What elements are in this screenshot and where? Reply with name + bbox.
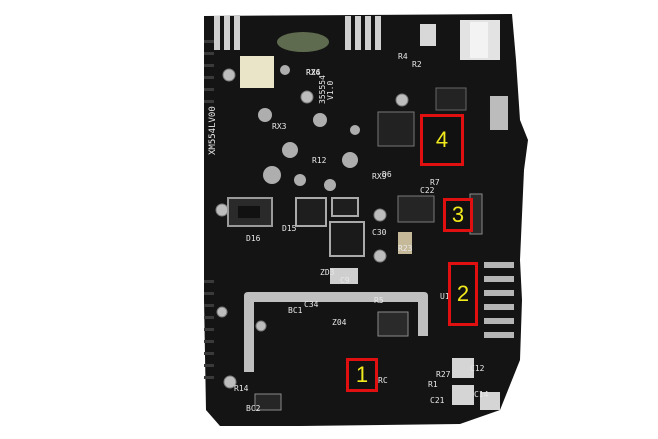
silkscreen-ref: BC2	[246, 404, 261, 413]
board-edge-serrations	[204, 40, 214, 379]
silkscreen-ref: ZD3	[320, 268, 335, 277]
white-pad	[240, 56, 274, 88]
marker-3: 3	[443, 198, 473, 232]
marker-4: 4	[420, 114, 464, 166]
silkscreen-ref: R1	[428, 380, 438, 389]
silkscreen-ref: C30	[372, 228, 387, 237]
silkscreen-ref: D16	[246, 234, 261, 243]
silkscreen-ref: D6	[382, 170, 392, 179]
silkscreen-ref: RX9	[372, 172, 387, 181]
silkscreen-ref: R23	[398, 244, 413, 253]
silkscreen-board-id: XM554LV00	[208, 106, 218, 155]
silkscreen-ref: R12	[312, 156, 327, 165]
silkscreen-ref: R27	[436, 370, 451, 379]
flux-residue	[258, 65, 360, 191]
silkscreen-ref: Z04	[332, 318, 347, 327]
silkscreen-ref: R26	[306, 68, 321, 77]
marker-3-label: 3	[451, 202, 465, 227]
top-left-contacts	[214, 16, 381, 50]
marker-1-label: 1	[355, 362, 369, 387]
silkscreen-ref: C14	[474, 390, 489, 399]
right-edge-pads	[484, 262, 514, 338]
marker-2: 2	[448, 262, 478, 326]
silkscreen-ref: BC1	[288, 306, 303, 315]
silkscreen-ref: C34	[304, 300, 319, 309]
silkscreen-ref: RX3	[272, 122, 287, 131]
copper-trace-loop	[244, 292, 428, 372]
transformer-core	[277, 32, 329, 52]
components	[227, 20, 508, 411]
silkscreen-ref: R5	[374, 296, 384, 305]
silkscreen-ref: U1	[440, 292, 450, 301]
silkscreen-ref: RX4	[306, 68, 321, 77]
silkscreen-ref: R14	[234, 384, 249, 393]
solder-joints	[215, 68, 409, 389]
silkscreen-ref: R7	[430, 178, 440, 187]
silkscreen-ref: RC	[378, 376, 388, 385]
silkscreen-ref: R4	[398, 52, 408, 61]
marker-2-label: 2	[456, 281, 470, 306]
silkscreen-ref: D15	[282, 224, 297, 233]
marker-1: 1	[346, 358, 378, 392]
silkscreen-rev: V1.0	[326, 80, 335, 100]
silkscreen-ref: C21	[430, 396, 445, 405]
bottom-solder-blobs	[452, 358, 500, 410]
silkscreen-ref: C9	[340, 276, 350, 285]
silkscreen-ref: R2	[412, 60, 422, 69]
silkscreen-ref: C12	[470, 364, 485, 373]
silkscreen-ref: C22	[420, 186, 435, 195]
marker-4-label: 4	[435, 127, 449, 152]
